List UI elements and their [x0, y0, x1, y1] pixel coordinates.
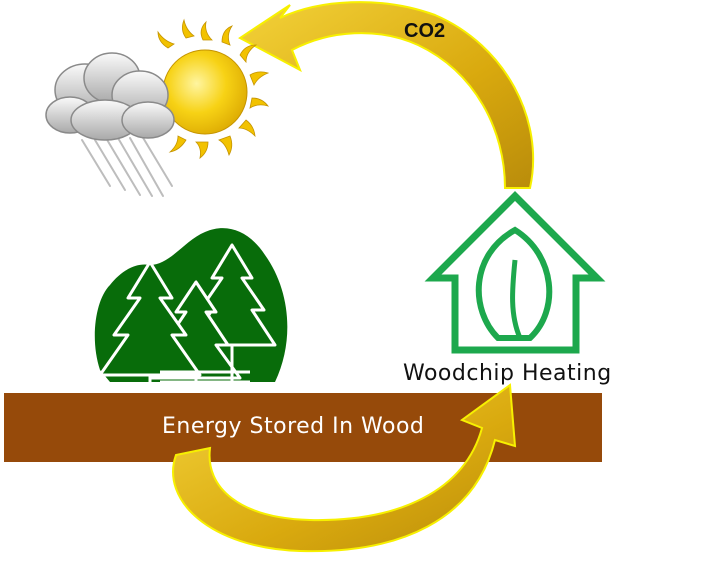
energy-stored-label: Energy Stored In Wood: [162, 414, 425, 439]
weather-icon: [45, 18, 270, 197]
house-leaf-icon: [424, 191, 606, 354]
co2-label: CO2: [404, 20, 446, 42]
co2-arrow: [238, 1, 535, 189]
energy-arrow: [172, 383, 517, 553]
woodchip-heating-label: Woodchip Heating: [403, 361, 612, 386]
forest-icon: [94, 228, 288, 390]
